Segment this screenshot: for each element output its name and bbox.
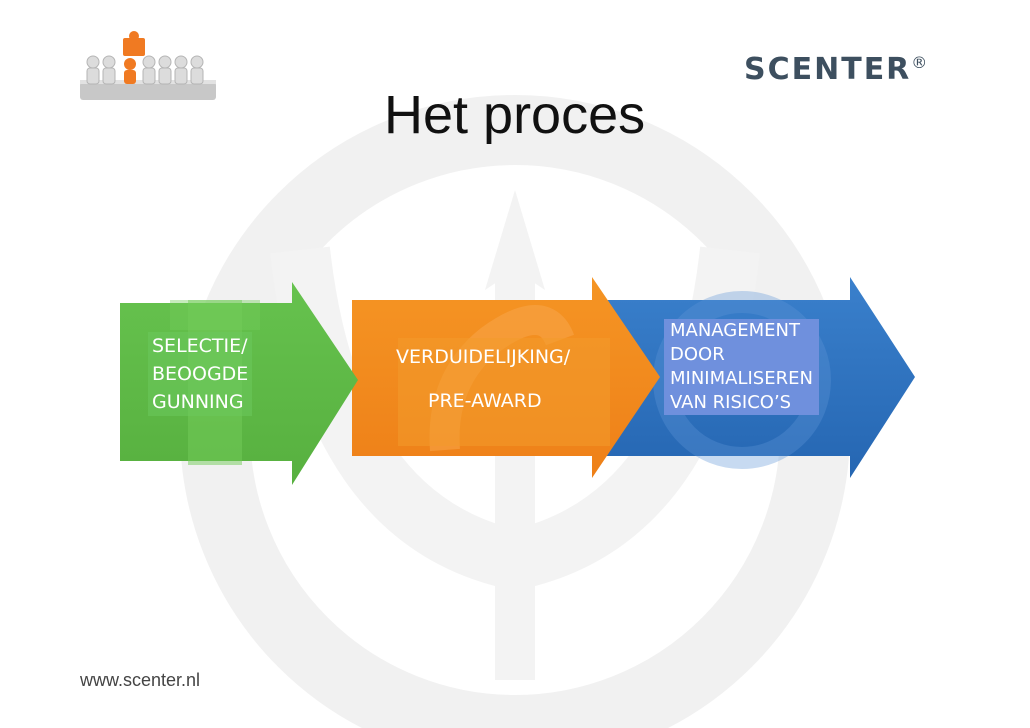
brand-name: SCENTER bbox=[744, 52, 912, 87]
step-label-pre-award: PRE-AWARD bbox=[428, 390, 542, 412]
footer-website: www.scenter.nl bbox=[80, 670, 201, 690]
slide-title: Het proces bbox=[384, 85, 646, 145]
person-icon bbox=[86, 55, 204, 85]
step-label-management: MANAGEMENT DOOR MINIMALISEREN VAN RISICO… bbox=[664, 319, 819, 415]
brand-mark-icon: ® bbox=[911, 53, 930, 72]
step-label-verduidelijking: VERDUIDELIJKING/ bbox=[396, 346, 571, 368]
scenter-logo: SCENTER® bbox=[744, 52, 929, 87]
orange-puzzle-piece-icon bbox=[123, 31, 145, 84]
step-label-selectie: SELECTIE/ BEOOGDE GUNNING bbox=[148, 332, 253, 416]
